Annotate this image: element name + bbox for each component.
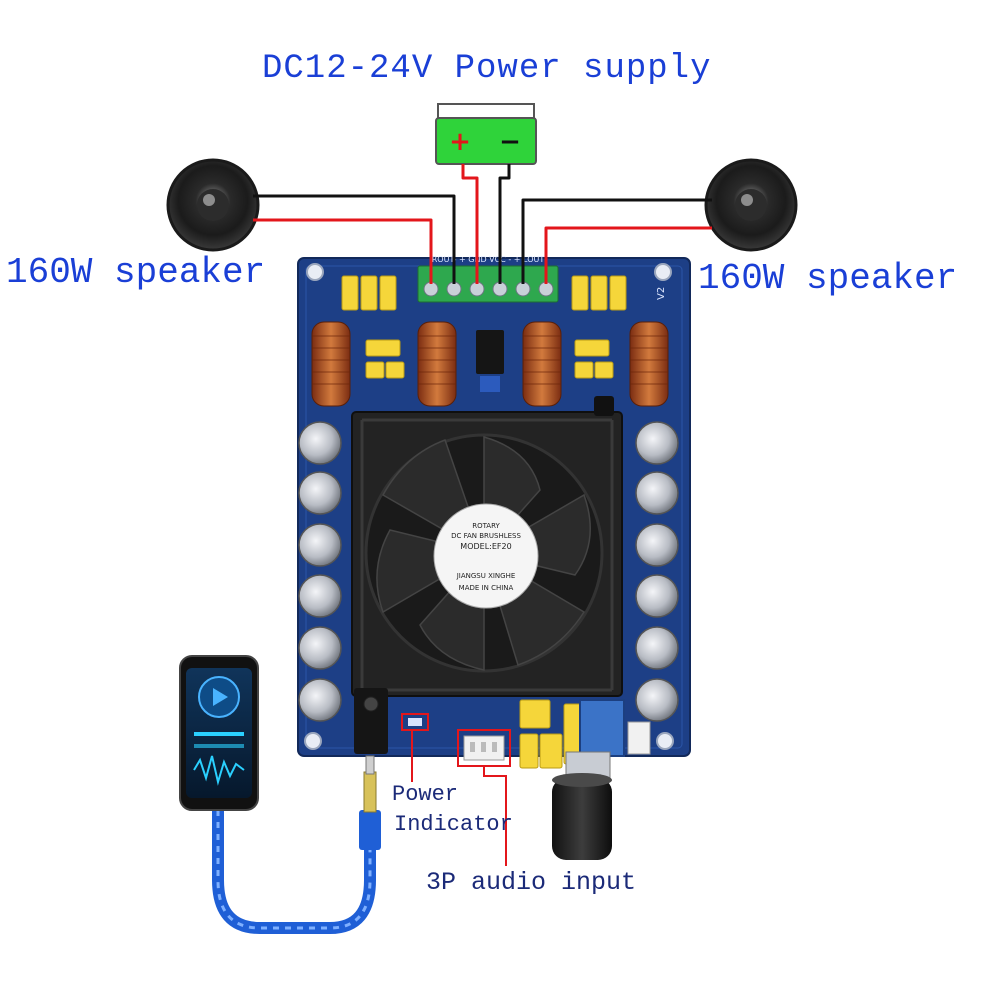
volume-potentiometer [565, 699, 651, 779]
battery-plus: + [449, 127, 471, 157]
power-indicator-label-line1: Power [392, 782, 459, 807]
audio-plug [359, 755, 381, 850]
power-indicator-label-line2: Indicator [394, 812, 513, 837]
phone-cable [212, 804, 376, 934]
indicator-leader-lines [411, 730, 507, 866]
cooling-fan: ROTARY DC FAN BRUSHLESS MODEL:EF20 JIANG… [364, 433, 604, 673]
mounting-holes [304, 263, 674, 750]
terminal-silk: ROUT- + GND VCC - + LOUT [432, 255, 545, 264]
audio-input-label: 3P audio input [426, 868, 637, 897]
version-silk: V2 [656, 287, 667, 300]
film-capacitors-bottom [519, 699, 583, 769]
battery-icon: + − [435, 103, 537, 165]
electrolytic-capacitors [298, 421, 679, 722]
speaker-left-icon [166, 158, 260, 252]
power-supply-title: DC12-24V Power supply [262, 50, 712, 88]
speaker-right-icon [704, 158, 798, 252]
power-wires [461, 164, 511, 284]
fan-label-line1: ROTARY [472, 522, 500, 530]
audio-input-connector [457, 729, 511, 767]
inductor-coils [311, 321, 669, 407]
film-capacitors-top [341, 275, 627, 379]
fan-label-line3: MODEL:EF20 [460, 542, 511, 551]
volume-knob [552, 773, 612, 860]
speaker-wires [253, 194, 712, 284]
speaker-left-label: 160W speaker [6, 252, 266, 293]
headphone-jack [354, 688, 388, 754]
fan-label-line4: JIANGSU XINGHE [456, 572, 516, 580]
fan-label-line5: MADE IN CHINA [459, 584, 514, 592]
voltage-regulator [476, 330, 504, 392]
fan-label-line2: DC FAN BRUSHLESS [451, 532, 521, 540]
smartphone-icon [179, 655, 259, 811]
battery-minus: − [499, 127, 521, 157]
power-indicator-led [401, 713, 429, 731]
screw-terminal-block: ROUT- + GND VCC - + LOUT [417, 255, 559, 303]
speaker-right-label: 160W speaker [698, 258, 958, 299]
